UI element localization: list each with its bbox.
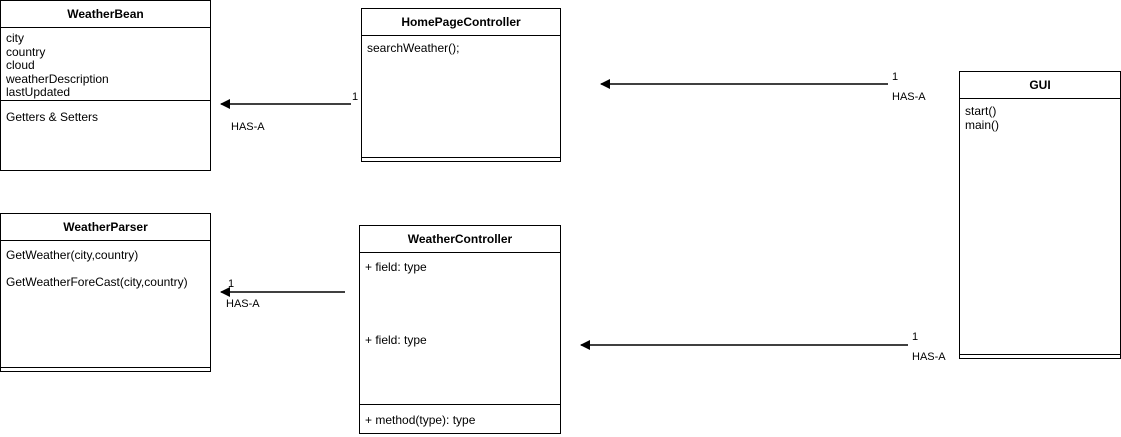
- compartment-divider: [362, 157, 560, 158]
- class-title: GUI: [960, 72, 1120, 99]
- method: searchWeather();: [367, 41, 460, 55]
- relationship-label: HAS-A: [226, 298, 260, 310]
- class-weather-bean[interactable]: WeatherBean city country cloud weatherDe…: [0, 0, 211, 171]
- method: + method(type): type: [365, 413, 476, 427]
- class-homepage-controller[interactable]: HomePageController searchWeather();: [361, 8, 561, 162]
- method: start(): [965, 104, 997, 118]
- multiplicity-label: 1: [352, 91, 359, 103]
- class-title: WeatherController: [360, 226, 560, 253]
- compartment-divider: [1, 367, 210, 368]
- relationship-label: HAS-A: [892, 91, 926, 103]
- field: + field: type: [365, 260, 427, 274]
- attribute: lastUpdated: [6, 85, 71, 99]
- attribute: weatherDescription: [6, 71, 109, 86]
- class-title: HomePageController: [362, 9, 560, 36]
- class-title: WeatherBean: [1, 1, 210, 28]
- methods-section: Getters & Setters: [1, 100, 210, 125]
- attribute: cloud: [6, 58, 35, 72]
- methods-section: start() main(): [960, 99, 1120, 132]
- attribute: country: [6, 44, 46, 59]
- relationship-label: HAS-A: [231, 121, 265, 133]
- multiplicity-label: 1: [912, 331, 919, 343]
- relationship-label: HAS-A: [912, 351, 946, 363]
- attribute: city: [6, 31, 24, 45]
- method: Getters & Setters: [6, 110, 99, 124]
- method: main(): [965, 117, 1000, 132]
- multiplicity-label: 1: [892, 71, 899, 83]
- multiplicity-label: 1: [228, 278, 235, 290]
- compartment-divider: [960, 354, 1120, 355]
- method: GetWeatherForeCast(city,country): [6, 275, 188, 289]
- class-gui[interactable]: GUI start() main(): [959, 71, 1121, 359]
- method: GetWeather(city,country): [6, 248, 139, 262]
- class-weather-parser[interactable]: WeatherParser GetWeather(city,country) G…: [0, 213, 211, 372]
- methods-section: searchWeather();: [362, 36, 560, 56]
- fields-section: + field: type + field: type: [360, 253, 560, 404]
- field: + field: type: [365, 332, 427, 347]
- attributes-section: city country cloud weatherDescription la…: [1, 28, 210, 100]
- class-title: WeatherParser: [1, 214, 210, 241]
- methods-section: + method(type): type: [360, 404, 560, 428]
- methods-section: GetWeather(city,country) GetWeatherForeC…: [1, 241, 210, 289]
- class-weather-controller[interactable]: WeatherController + field: type + field:…: [359, 225, 561, 434]
